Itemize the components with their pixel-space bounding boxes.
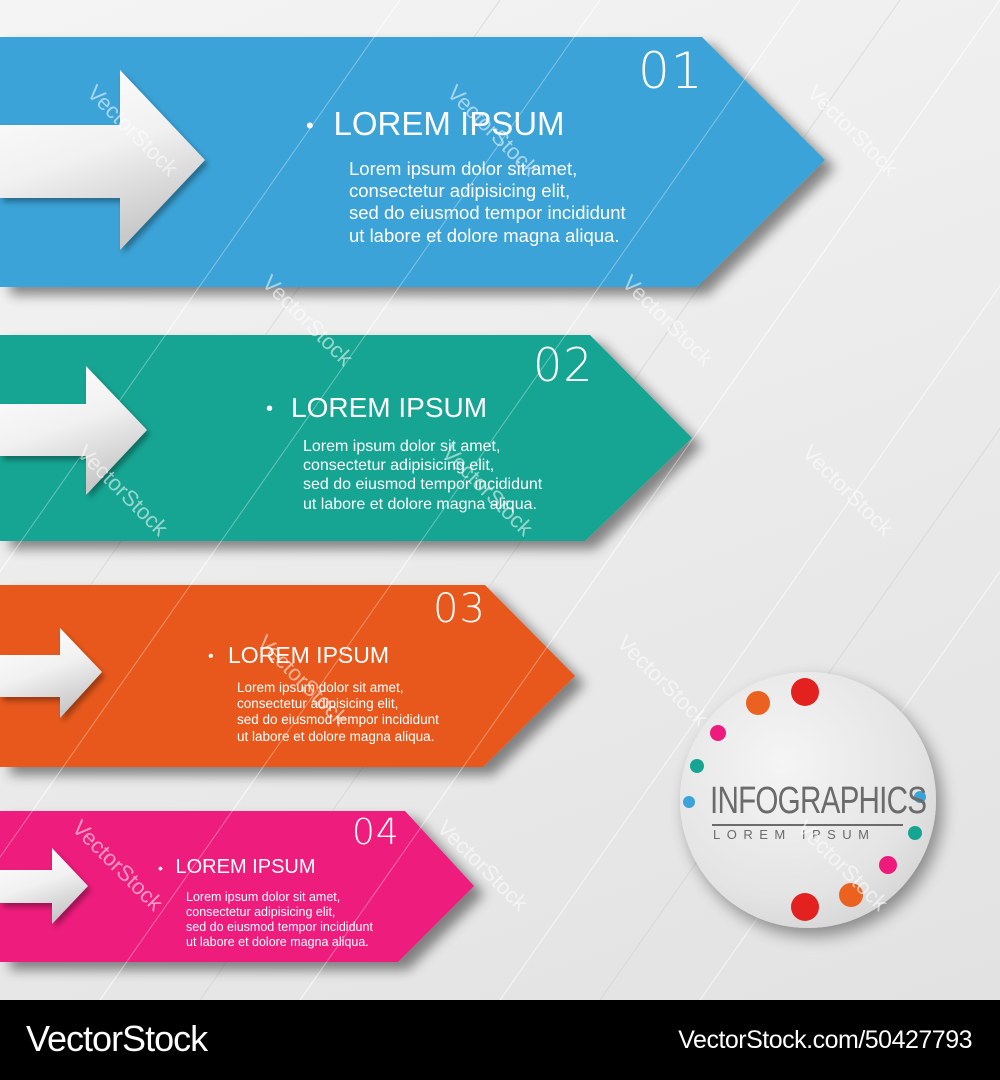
banner-02-shape (0, 335, 692, 541)
body-line: Lorem ipsum dolor sit amet, (186, 890, 341, 904)
infographic-canvas: 01 • LOREM IPSUM Lorem ipsum dolor sit am… (0, 0, 1000, 1000)
dot-teal (908, 826, 922, 840)
arrow-right-icon (0, 628, 102, 718)
banner-01-title-text: LOREM IPSUM (333, 105, 565, 142)
footer-bar: VectorStock VectorStock.com/50427793 (0, 1000, 1000, 1080)
dot-blue (914, 791, 926, 803)
body-line: consectetur adipisicing elit, (237, 696, 399, 712)
body-line: consectetur adipisicing elit, (186, 905, 336, 919)
dot-teal (690, 759, 704, 773)
body-line: Lorem ipsum dolor sit amet, (349, 158, 578, 179)
dot-blue (683, 796, 695, 808)
body-line: ut labore et dolore magna aliqua. (237, 728, 435, 744)
bullet-icon: • (158, 859, 163, 876)
banner-03-number: 03 (433, 586, 486, 632)
infographics-badge-circle (680, 672, 936, 928)
arrow-right-icon (0, 70, 205, 250)
banner-01-shape (0, 37, 825, 287)
banner-02-title-text: LOREM IPSUM (291, 392, 488, 423)
banner-04-shape (0, 811, 474, 962)
bullet-icon: • (306, 113, 314, 139)
arrow-right-icon (0, 366, 147, 495)
body-line: sed do eiusmod tempor incididunt (349, 202, 626, 224)
body-line: ut labore et dolore magna aliqua. (186, 935, 369, 949)
banner-04-body: Lorem ipsum dolor sit amet, consectetur … (186, 890, 373, 950)
body-line: Lorem ipsum dolor sit amet, (303, 438, 501, 455)
arrow-right-icon (0, 848, 88, 924)
body-line: consectetur adipisicing elit, (349, 180, 571, 202)
bullet-icon: • (266, 398, 274, 421)
banner-02-title: • LOREM IPSUM (266, 392, 487, 424)
banner-02-body: Lorem ipsum dolor sit amet, consectetur … (303, 437, 542, 514)
banner-03-title: • LOREM IPSUM (208, 642, 389, 669)
banner-03-shape (0, 585, 575, 767)
footer-image-id: VectorStock.com/50427793 (678, 1026, 972, 1054)
body-line: consectetur adipisicing elit, (303, 457, 495, 475)
banner-01-body: Lorem ipsum dolor sit amet, consectetur … (349, 158, 626, 247)
banner-04-number: 04 (352, 812, 400, 853)
body-line: sed do eiusmod tempor incididunt (303, 476, 543, 494)
body-line: sed do eiusmod tempor incididunt (237, 712, 439, 728)
banner-02-number: 02 (533, 338, 594, 392)
dot-orange (839, 883, 863, 907)
badge-subtitle: LOREM IPSUM (713, 827, 876, 842)
badge-title: INFOGRAPHICS (710, 780, 927, 822)
badge-dots (683, 678, 926, 921)
body-line: sed do eiusmod tempor incididunt (186, 920, 373, 934)
dot-orange (746, 691, 770, 715)
body-line: Lorem ipsum dolor sit amet, (237, 680, 404, 695)
dot-red (791, 893, 819, 921)
banner-shapes (0, 0, 1000, 1000)
body-line: ut labore et dolore magna aliqua. (349, 224, 620, 246)
bullet-icon: • (208, 647, 214, 665)
dot-pink (710, 725, 726, 741)
banner-04-title: • LOREM IPSUM (158, 856, 316, 879)
banner-04-title-text: LOREM IPSUM (175, 856, 316, 878)
dot-pink (879, 856, 897, 874)
banner-01-number: 01 (638, 42, 704, 100)
banner-03-title-text: LOREM IPSUM (228, 642, 390, 668)
body-line: ut labore et dolore magna aliqua. (303, 495, 537, 513)
footer-brand: VectorStock (26, 1018, 208, 1059)
banner-01-title: • LOREM IPSUM (306, 105, 565, 143)
banner-03-body: Lorem ipsum dolor sit amet, consectetur … (237, 680, 439, 745)
dot-red (791, 678, 819, 706)
